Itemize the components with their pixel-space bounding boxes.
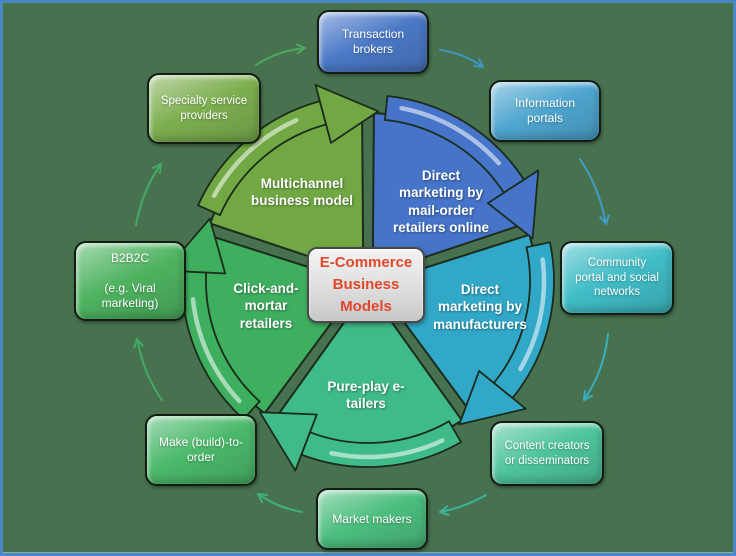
node-content-creators: Content creators or disseminators xyxy=(490,421,604,486)
node-label-market-makers: Market makers xyxy=(332,511,412,526)
arc-arrowhead-manufacturers xyxy=(458,370,527,426)
flow-arrow-transaction-brokers-to-information-portals xyxy=(439,49,484,68)
node-market-makers: Market makers xyxy=(316,488,428,550)
node-transaction-brokers: Transaction brokers xyxy=(317,10,429,74)
flow-arrow-specialty-service-to-transaction-brokers xyxy=(255,43,306,66)
node-label-information-portals: Information portals xyxy=(514,96,576,125)
node-information-portals: Information portals xyxy=(489,80,601,142)
flow-arrow-make-to-order-to-b2b2c xyxy=(133,338,163,401)
flow-arrow-market-makers-to-make-to-order xyxy=(257,493,303,513)
node-label-b2b2c: B2B2C (e.g. Viral marketing) xyxy=(101,251,159,310)
node-specialty-service-providers: Specialty service providers xyxy=(147,73,261,144)
node-label-content-creators: Content creators or disseminators xyxy=(504,440,590,467)
arc-gloss-click-mortar xyxy=(190,297,242,404)
node-label-specialty-service-providers: Specialty service providers xyxy=(160,95,248,122)
node-label-community-portal: Community portal and social networks xyxy=(575,257,659,299)
flow-arrow-information-portals-to-community-portal xyxy=(579,158,610,225)
flow-arrow-b2b2c-to-specialty-service xyxy=(135,163,162,226)
arc-arrowhead-multichannel xyxy=(314,84,380,144)
node-community-portal: Community portal and social networks xyxy=(560,241,674,315)
arc-arrowhead-pure-play xyxy=(259,411,318,472)
flow-arrow-content-creators-to-market-makers xyxy=(439,494,487,516)
arc-gloss-manufacturers xyxy=(518,257,547,372)
arc-gloss-multichannel xyxy=(211,117,299,198)
node-b2b2c: B2B2C (e.g. Viral marketing) xyxy=(74,241,186,321)
flow-arrow-community-portal-to-content-creators xyxy=(583,333,609,401)
arc-gloss-pure-play xyxy=(329,438,445,460)
node-label-make-to-order: Make (build)-to- order xyxy=(158,435,244,464)
center-title-box: E-Commerce Business Models xyxy=(307,247,425,323)
arc-arrowhead-mail-order xyxy=(487,169,540,240)
center-title: E-Commerce Business Models xyxy=(319,254,413,315)
node-label-transaction-brokers: Transaction brokers xyxy=(341,27,405,56)
arc-gloss-mail-order xyxy=(399,105,502,166)
node-make-to-order: Make (build)-to- order xyxy=(145,414,257,486)
